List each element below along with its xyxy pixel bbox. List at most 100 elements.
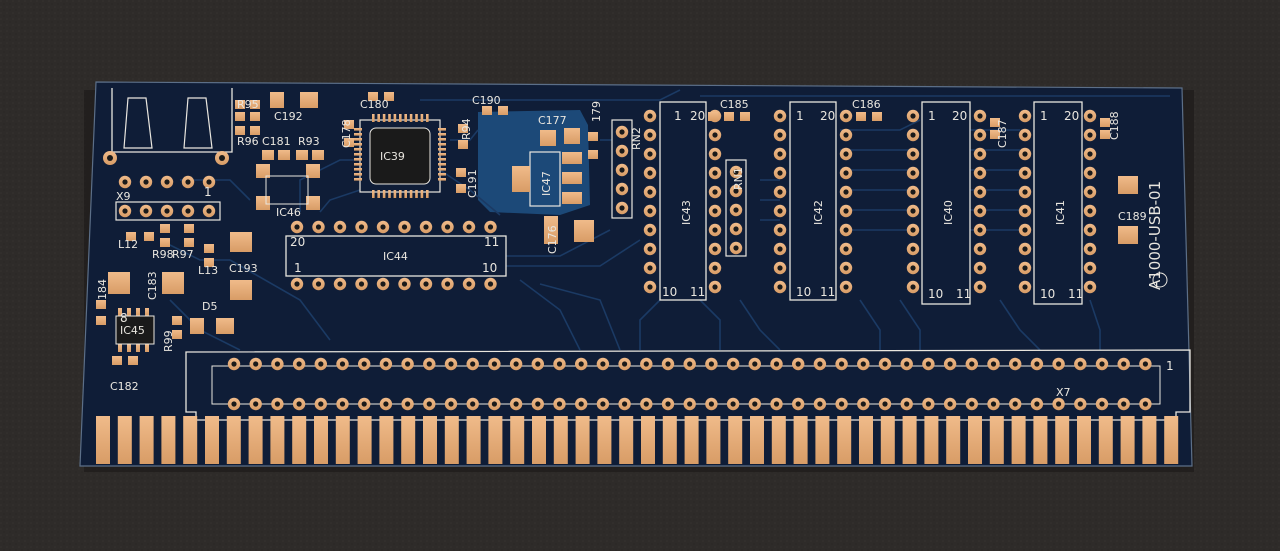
smd-pad xyxy=(172,316,182,325)
dip-pin xyxy=(615,163,629,177)
dip-pin xyxy=(643,261,657,275)
x7-pin xyxy=(553,397,566,411)
x7-pin xyxy=(770,357,783,371)
x7-pin xyxy=(249,357,262,371)
silk-label: R94 xyxy=(460,118,473,140)
smd-pad xyxy=(235,126,245,135)
silk-label: R95 xyxy=(237,98,259,111)
smd-pad xyxy=(256,164,270,178)
x7-pin xyxy=(379,397,393,411)
ic43-dip xyxy=(659,101,707,301)
x7-pin xyxy=(640,357,653,371)
ic44-pin xyxy=(290,220,304,234)
smd-pad xyxy=(564,128,580,144)
dip-pin xyxy=(643,242,657,256)
dip-pin xyxy=(708,185,722,199)
ic44-pin xyxy=(376,220,390,234)
edge-finger xyxy=(161,416,176,464)
x7-pin xyxy=(922,397,935,411)
edge-finger xyxy=(510,416,525,464)
dip-pin xyxy=(973,204,987,218)
silk-label: C181 xyxy=(262,135,291,148)
x9-pin xyxy=(202,204,216,218)
edge-finger xyxy=(597,416,612,464)
soic-lead xyxy=(145,344,149,352)
qfp-lead xyxy=(426,190,429,198)
dip-pin xyxy=(1083,280,1097,294)
trace xyxy=(519,279,581,351)
dip-pin xyxy=(1018,223,1032,237)
dip-pin xyxy=(906,128,920,142)
ic41-dip xyxy=(1033,101,1083,305)
x7-pin xyxy=(965,397,978,411)
qfp-lead xyxy=(415,114,418,122)
edge-finger xyxy=(226,416,241,464)
smd-pad xyxy=(990,118,1000,127)
pin-number: 11 xyxy=(820,285,835,299)
dip-pin xyxy=(839,242,853,256)
ic44-pin xyxy=(484,277,497,291)
x7-pin xyxy=(726,357,740,371)
dip-pin xyxy=(1083,166,1097,180)
silk-label: C187 xyxy=(996,119,1009,148)
qfp-lead xyxy=(438,148,446,151)
smd-pad xyxy=(456,184,466,193)
dip-pin xyxy=(973,147,987,161)
silk-label: C186 xyxy=(852,98,881,111)
qfp-lead xyxy=(354,173,362,176)
x7-pin xyxy=(987,357,1000,371)
pin-number: 10 xyxy=(928,287,943,301)
smd-pad xyxy=(1100,118,1110,127)
x7-pin xyxy=(900,397,913,411)
dip-pin xyxy=(615,125,629,139)
dip-pin xyxy=(973,185,987,199)
dip-pin xyxy=(1018,166,1032,180)
dip-pin xyxy=(839,166,853,180)
smd-pad xyxy=(990,130,1000,139)
dip-pin xyxy=(773,166,787,180)
smd-pad xyxy=(588,132,598,141)
x7-pin xyxy=(683,357,696,371)
edge-finger xyxy=(706,416,721,464)
x7-pin xyxy=(1117,357,1130,371)
dip-pin xyxy=(973,223,987,237)
smd-pad xyxy=(160,224,170,233)
x7-pin xyxy=(857,357,870,371)
dip-pin xyxy=(708,223,722,237)
edge-finger xyxy=(270,416,285,464)
dip-pin xyxy=(708,166,722,180)
smd-pad xyxy=(250,100,260,109)
x9-pin xyxy=(118,204,132,218)
smd-pad xyxy=(482,106,492,115)
board-id-text: A1000-USB-01 xyxy=(1146,181,1164,290)
x7-pin xyxy=(835,397,848,411)
x7-pin xyxy=(1052,397,1065,411)
silk-label: L12 xyxy=(118,238,138,251)
edge-finger xyxy=(248,416,263,464)
x7-pin xyxy=(596,357,610,371)
silk-label: C185 xyxy=(720,98,749,111)
edge-finger xyxy=(575,416,590,464)
dip-pin xyxy=(839,223,853,237)
smd-pad xyxy=(162,272,184,294)
smd-pad xyxy=(1118,226,1138,244)
ic44-pins xyxy=(290,220,497,291)
edge-finger xyxy=(662,416,677,464)
pin-number: 1 xyxy=(294,261,302,275)
trace xyxy=(899,299,921,350)
smd-pad xyxy=(724,112,734,121)
smd-pad xyxy=(262,150,274,160)
dip-pin xyxy=(643,128,657,142)
qfp-lead xyxy=(393,114,397,122)
edge-finger xyxy=(946,416,961,464)
ic44-pin xyxy=(355,220,368,234)
smd-pad xyxy=(216,318,234,334)
smd-pad xyxy=(740,112,750,121)
qfp-lead xyxy=(404,190,407,198)
edge-finger xyxy=(117,416,132,464)
silk-label: C189 xyxy=(1118,210,1147,223)
edge-finger xyxy=(488,416,503,464)
smd-pad xyxy=(544,216,558,244)
dip-pin xyxy=(643,204,657,218)
x7-pin xyxy=(531,397,544,411)
